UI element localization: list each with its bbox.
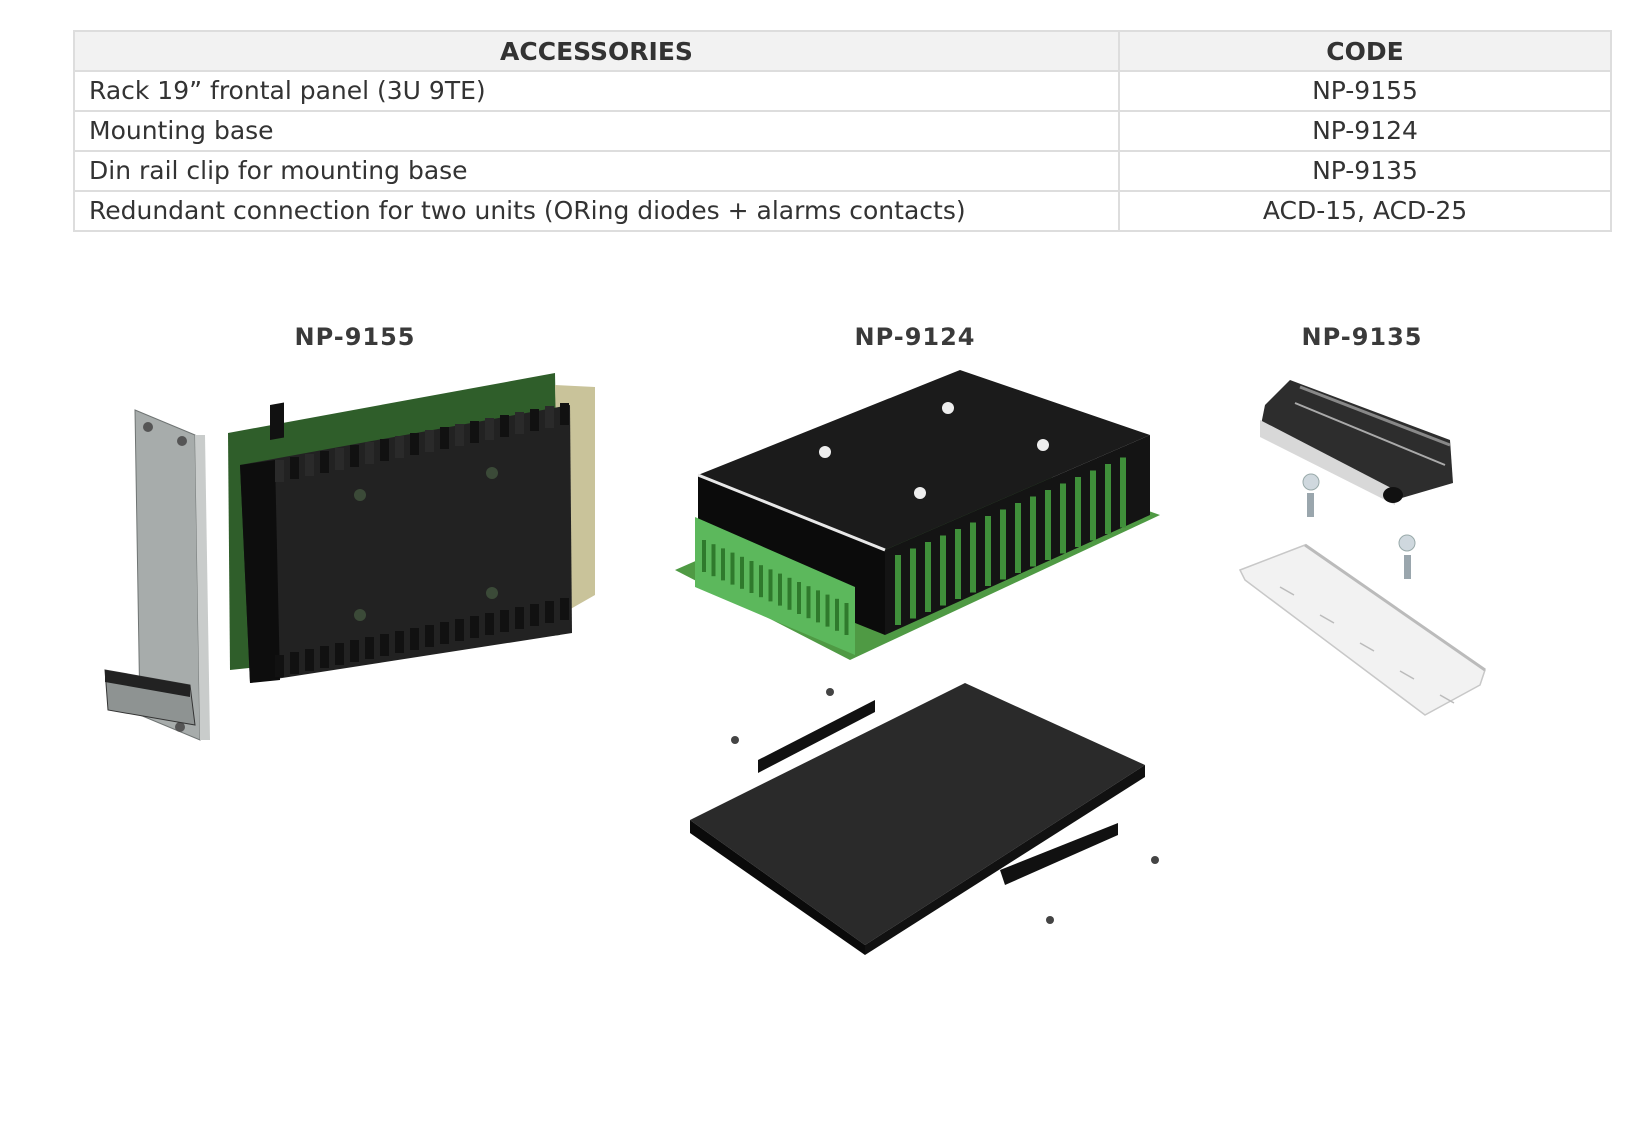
table-row: Redundant connection for two units (ORin… — [73, 190, 1612, 232]
row-description: Redundant connection for two units (ORin… — [73, 190, 1120, 232]
row-description: Din rail clip for mounting base — [73, 150, 1120, 192]
header-accessories: ACCESSORIES — [73, 30, 1120, 72]
table-row: Mounting base NP-9124 — [73, 110, 1612, 152]
row-code: NP-9135 — [1118, 150, 1612, 192]
accessories-table: ACCESSORIES CODE Rack 19” frontal panel … — [73, 30, 1612, 232]
row-code: NP-9155 — [1118, 70, 1612, 112]
rack-frontal-panel-image — [104, 373, 595, 741]
heatsink-fins — [895, 457, 1126, 625]
row-description: Mounting base — [73, 110, 1120, 152]
din-rail-clip-image — [1238, 380, 1486, 716]
product-label-np9155: NP-9155 — [294, 323, 416, 351]
terminal-block — [702, 540, 849, 635]
row-code: ACD-15, ACD-25 — [1118, 190, 1612, 232]
mounting-base-image — [675, 370, 1160, 955]
table-row: Din rail clip for mounting base NP-9135 — [73, 150, 1612, 192]
table-row: Rack 19” frontal panel (3U 9TE) NP-9155 — [73, 70, 1612, 112]
header-code: CODE — [1118, 30, 1612, 72]
product-label-np9124: NP-9124 — [854, 323, 976, 351]
heatsink-fins — [275, 403, 569, 677]
row-code: NP-9124 — [1118, 110, 1612, 152]
product-label-np9135: NP-9135 — [1301, 323, 1423, 351]
table-header-row: ACCESSORIES CODE — [73, 30, 1612, 72]
row-description: Rack 19” frontal panel (3U 9TE) — [73, 70, 1120, 112]
